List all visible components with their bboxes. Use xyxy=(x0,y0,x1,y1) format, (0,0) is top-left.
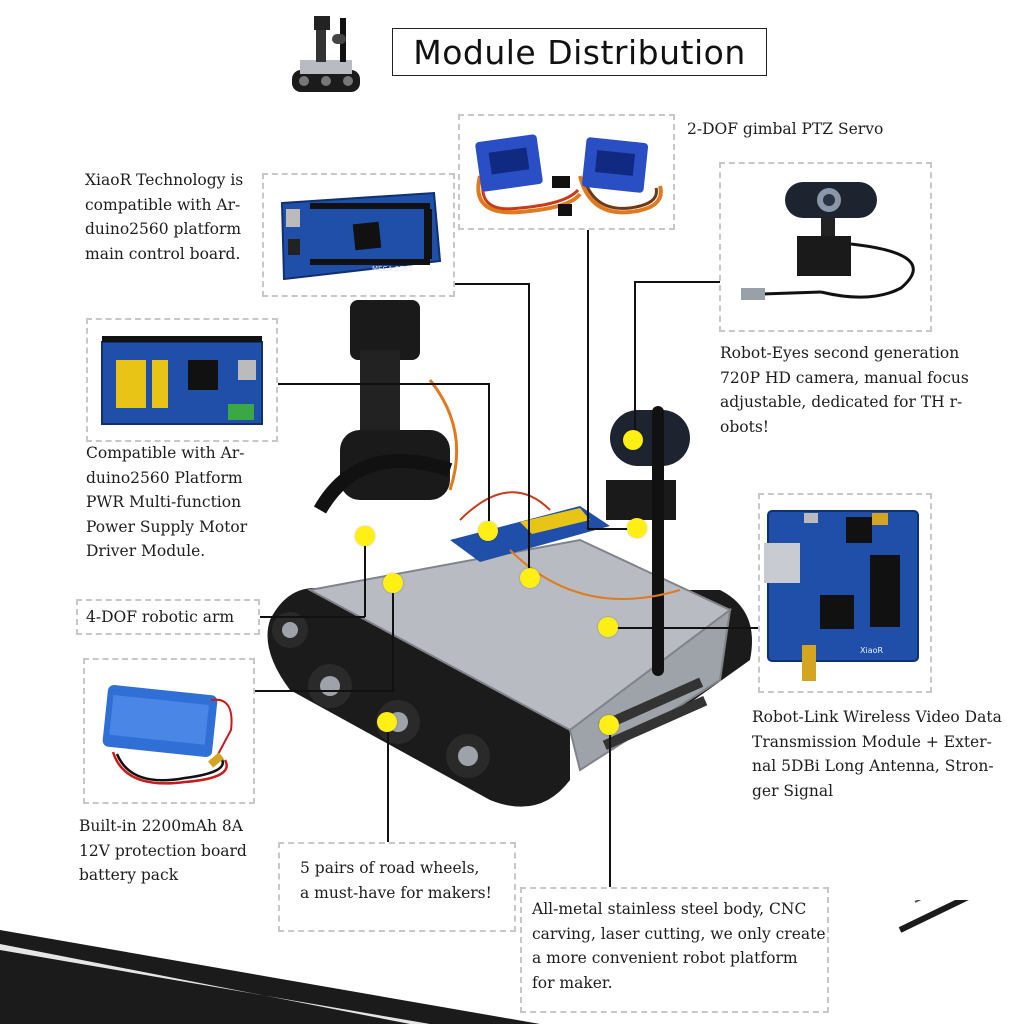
caption-line: Robot-Link Wireless Video Data xyxy=(752,708,1002,726)
leader-line xyxy=(608,627,758,629)
caption-line: XiaoR Technology is xyxy=(85,171,244,189)
battery-photo xyxy=(83,658,255,804)
driver-module-photo xyxy=(86,318,278,442)
robot-thumbnail-icon xyxy=(286,8,366,102)
driver-caption: Compatible with Ar- duino2560 Platform P… xyxy=(86,441,276,564)
battery-caption: Built-in 2200mAh 8A 12V protection board… xyxy=(79,814,269,888)
caption-line: 5 pairs of road wheels, xyxy=(300,859,480,877)
leader-line xyxy=(634,281,720,283)
leader-line xyxy=(364,535,366,617)
caption-line: nal 5DBi Long Antenna, Stron- xyxy=(752,757,994,775)
leader-line xyxy=(587,230,589,530)
caption-line: battery pack xyxy=(79,866,179,884)
callout-dot xyxy=(383,573,403,593)
page-title: Module Distribution xyxy=(413,32,746,72)
robot-main-illustration xyxy=(250,290,770,820)
body-label-box: All-metal stainless steel body, CNC carv… xyxy=(520,887,829,1013)
camera-caption: Robot-Eyes second generation 720P HD cam… xyxy=(720,341,1010,439)
callout-dot xyxy=(598,617,618,637)
caption-line: for maker. xyxy=(532,973,613,992)
wheels-label-box: 5 pairs of road wheels, a must-have for … xyxy=(278,842,516,932)
leader-line xyxy=(634,281,636,441)
leader-line xyxy=(587,528,637,530)
caption-line: obots! xyxy=(720,417,769,436)
leader-line xyxy=(488,383,490,531)
caption-line: PWR Multi-function xyxy=(86,493,242,511)
servo-photo xyxy=(458,114,675,230)
leader-line xyxy=(528,283,530,573)
link-brand-text: XiaoR xyxy=(860,646,884,655)
leader-line xyxy=(260,616,365,618)
caption-line: main control board. xyxy=(85,244,241,263)
callout-dot xyxy=(520,568,540,588)
board-silkscreen-text: MEGA 2560 xyxy=(372,265,413,273)
callout-dot xyxy=(355,526,375,546)
caption-line: duino2560 platform xyxy=(85,220,242,238)
caption-line: 720P HD camera, manual focus xyxy=(720,368,969,387)
caption-line: Transmission Module + Exter- xyxy=(752,732,992,751)
caption-line: adjustable, dedicated for TH r- xyxy=(720,393,963,411)
callout-dot xyxy=(627,518,647,538)
callout-dot xyxy=(599,715,619,735)
caption-line: ger Signal xyxy=(752,781,834,800)
leader-line xyxy=(392,582,394,692)
main-board-caption: XiaoR Technology is compatible with Ar- … xyxy=(85,168,260,266)
page-title-box: Module Distribution xyxy=(392,28,767,76)
caption-line: compatible with Ar- xyxy=(85,195,241,214)
leader-line xyxy=(387,722,389,842)
leader-line xyxy=(455,283,529,285)
caption-line: a more convenient robot platform xyxy=(532,949,798,967)
callout-dot xyxy=(478,521,498,541)
caption-line: duino2560 Platform xyxy=(86,468,243,487)
main-board-photo: MEGA 2560 xyxy=(262,173,455,297)
leader-line xyxy=(278,383,490,385)
leader-line xyxy=(255,690,393,692)
caption-line: Power Supply Motor xyxy=(86,517,248,536)
caption-line: Robot-Eyes second generation xyxy=(720,344,960,362)
caption-line: Compatible with Ar- xyxy=(86,444,245,462)
caption-line: Driver Module. xyxy=(86,542,206,560)
arm-label-box: 4-DOF robotic arm xyxy=(76,599,260,635)
caption-line: Built-in 2200mAh 8A xyxy=(79,817,243,835)
leader-line xyxy=(609,724,611,887)
callout-dot xyxy=(377,712,397,732)
arm-caption: 4-DOF robotic arm xyxy=(86,607,235,626)
callout-dot xyxy=(623,430,643,450)
robot-link-caption: Robot-Link Wireless Video Data Transmiss… xyxy=(752,705,1018,803)
robot-link-photo: XiaoR xyxy=(758,493,932,693)
gimbal-caption: 2-DOF gimbal PTZ Servo xyxy=(687,120,884,138)
caption-line: carving, laser cutting, we only create xyxy=(532,924,826,943)
camera-photo xyxy=(719,162,932,332)
caption-line: a must-have for makers! xyxy=(300,883,492,902)
decorative-bottom-band xyxy=(0,900,1024,1024)
caption-line: 12V protection board xyxy=(79,841,247,860)
caption-line: All-metal stainless steel body, CNC xyxy=(532,900,807,918)
